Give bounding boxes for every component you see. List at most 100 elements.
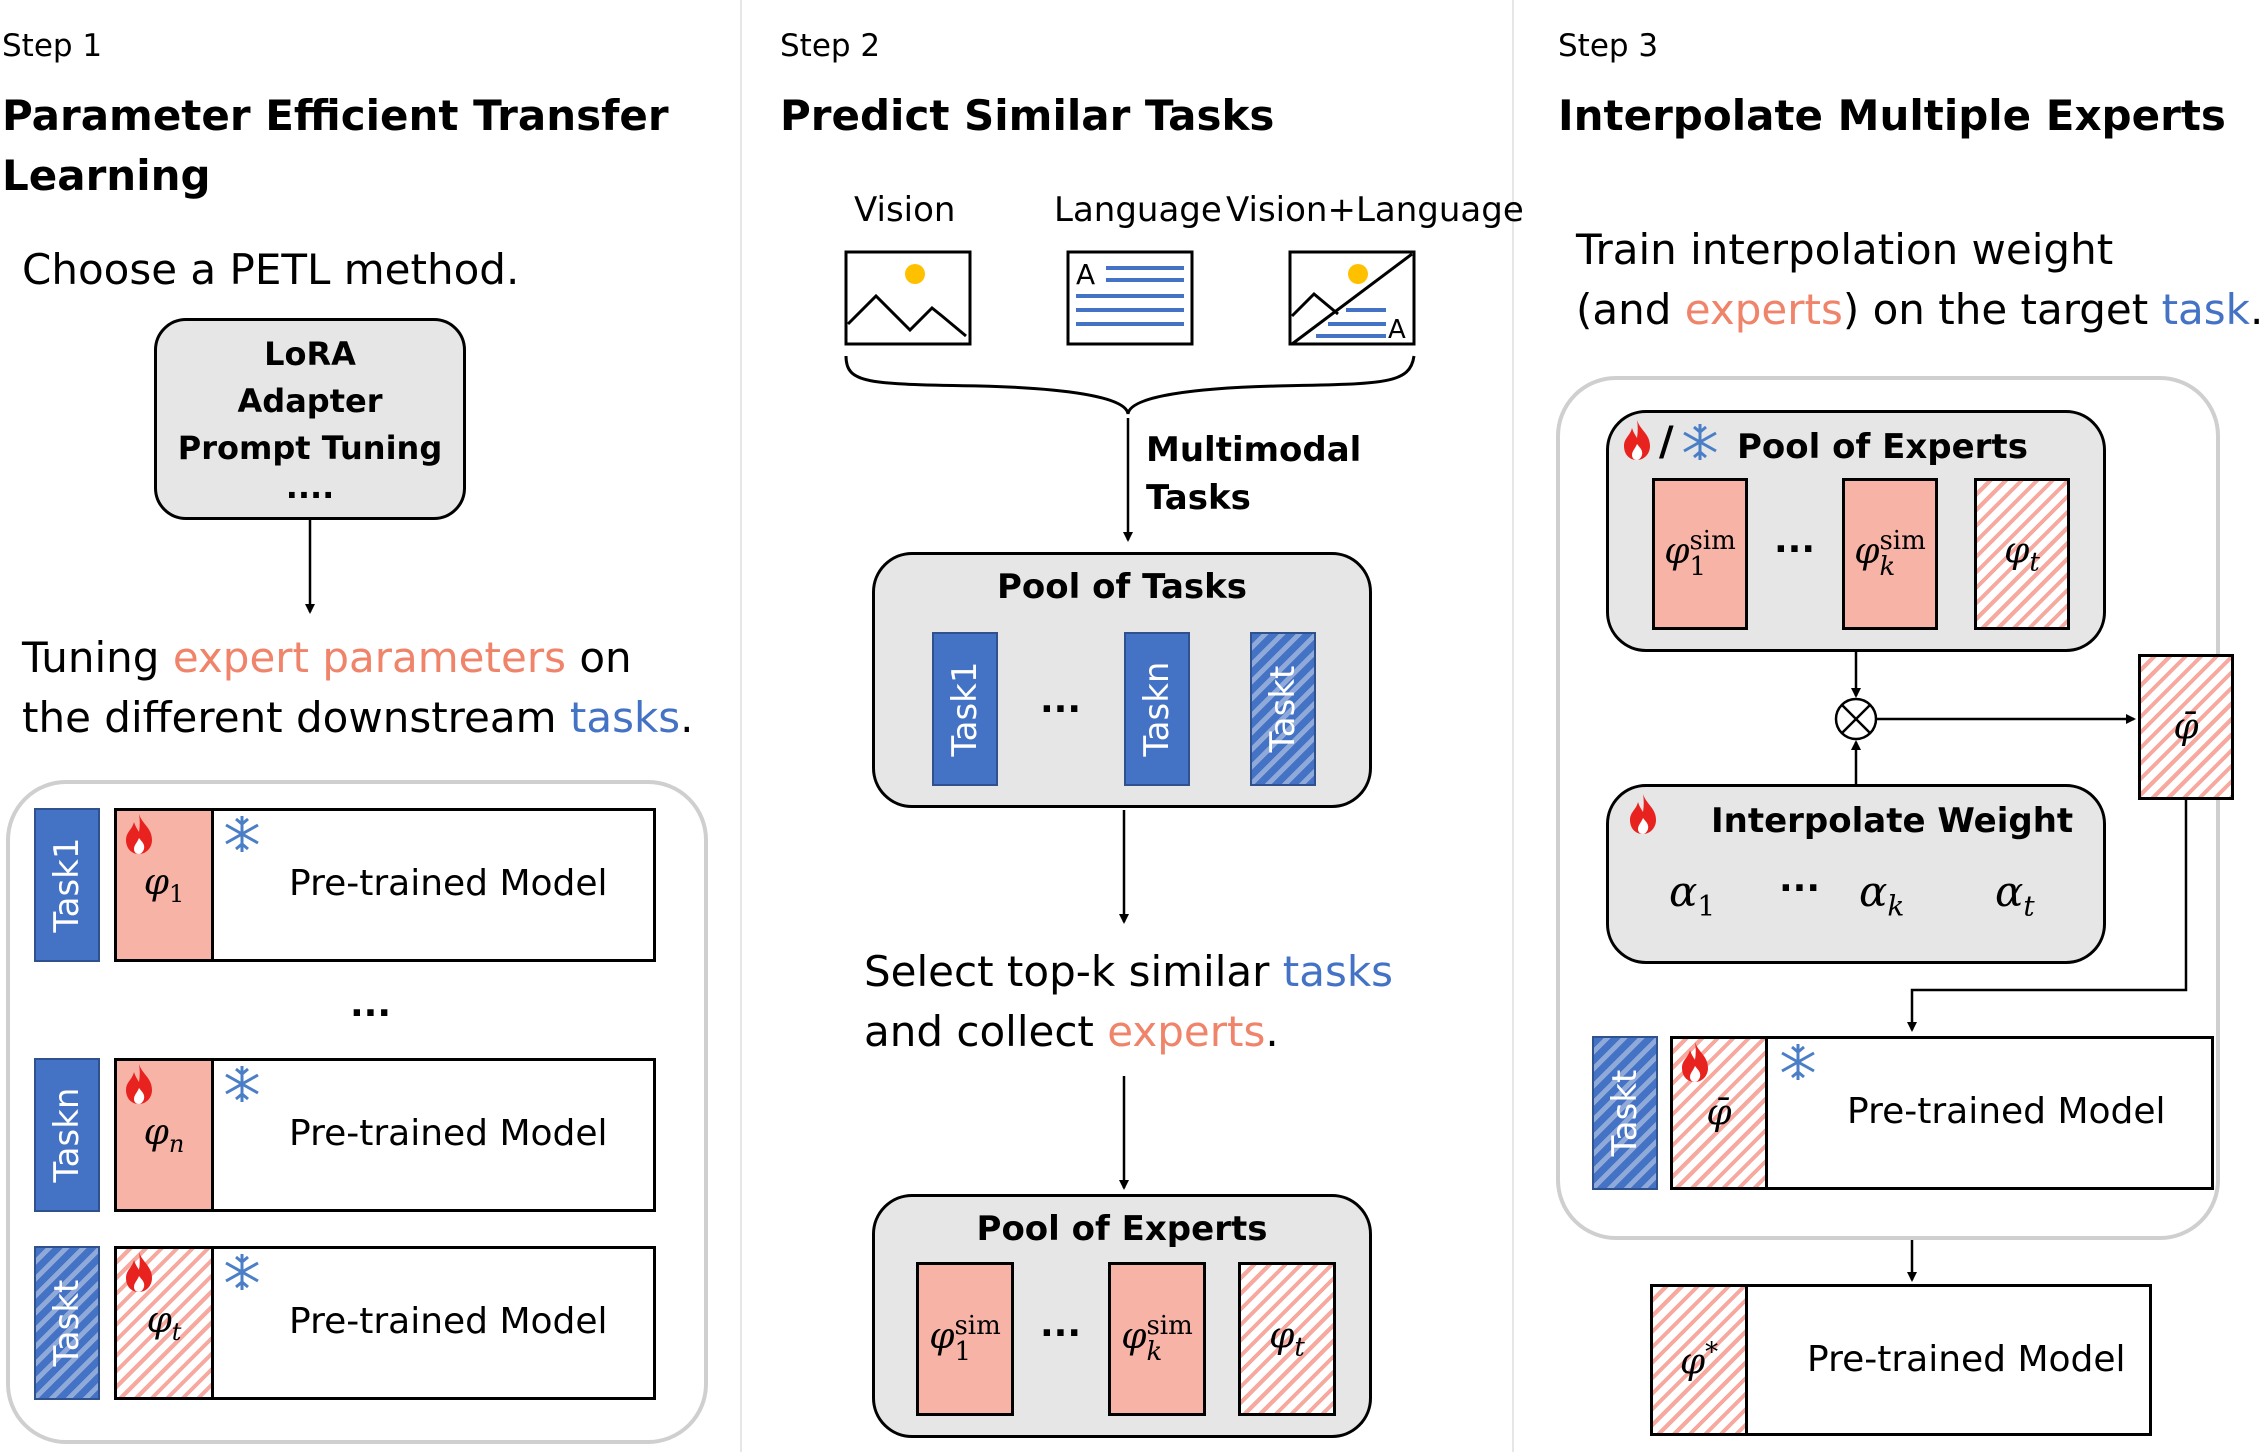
alpha-subscript: k [1887,889,1905,923]
expert-symbol: φ [1121,1316,1147,1357]
train-line2-start: (and [1576,285,1685,334]
step2-title: Predict Similar Tasks [780,91,1275,140]
pretrained-model-label: Pre-trained Model [289,1113,608,1154]
pretrained-model-label: Pre-trained Model [289,863,608,904]
arrow-phibar-to-model [1907,800,2188,1032]
choose-text: Choose a PETL method. [22,245,520,294]
rows-ellipsis: ... [350,984,392,1025]
step3-expert-phi-t: φt [1974,478,2070,630]
phi-bar-label: φ̄ [1706,1092,1732,1134]
modality-language: Language [1054,190,1222,230]
methods-list: LoRA Adapter Prompt Tuning .... [157,331,463,503]
step3-container [1556,376,2220,1240]
expert-subscript: k [1146,1337,1163,1367]
pool-experts-ellipsis: ... [1040,1304,1082,1345]
interpolated-expert-phi-bar: φ̄ [2138,654,2234,800]
fire-icon [1682,1042,1708,1082]
step1-title-line1: Parameter Efficient Transfer [2,91,669,140]
select-tasks-highlight: tasks [1282,947,1394,996]
step3-pool-ellipsis: ... [1774,520,1816,561]
method-prompt-tuning: Prompt Tuning [177,429,443,467]
task-block-task1: Task1 [34,808,100,962]
expert-superscript: sim [954,1311,1001,1341]
select-end: . [1265,1007,1279,1056]
expert-symbol: φ [1269,1315,1295,1357]
multimodal-line2: Tasks [1146,478,1251,518]
tuning-line2-end: . [680,693,694,742]
modality-vision: Vision [854,190,956,230]
pretrained-model-label: Pre-trained Model [1847,1091,2166,1132]
step3-task-block-taskt: Taskt [1592,1036,1658,1190]
tuning-prefix: Tuning [22,633,173,682]
image-icon [844,250,972,346]
pretrained-model-label: Pre-trained Model [1807,1339,2126,1380]
phi-bar-label: φ̄ [2173,706,2199,748]
tuning-line2: the different downstream [22,693,570,742]
expert-subscript: k [1879,552,1896,582]
image-document-letter: A [1388,315,1406,345]
expert-symbol: φ [929,1316,955,1357]
tuning-text: Tuning expert parameters on the differen… [22,628,694,748]
interpolate-weight-title: Interpolate Weight [1711,801,2074,841]
tuning-suffix: on [565,633,632,682]
expert-superscript: sim [1689,526,1736,556]
expert-subscript: t [1294,1332,1305,1363]
expert-phi-t-target: φt [1238,1262,1336,1416]
alpha-symbol: α [1859,867,1888,916]
snowflake-icon [225,1254,259,1290]
step3-label: Step 3 [1558,28,1659,64]
task-block-taskt: Taskt [34,1246,100,1400]
phi-star-superscript: * [1705,1337,1719,1368]
method-adapter: Adapter [237,382,383,420]
train-text: Train interpolation weight (and experts)… [1576,220,2263,340]
fire-icon [126,1252,152,1292]
expert-symbol: φ [143,1111,169,1153]
petl-methods-box: LoRA Adapter Prompt Tuning .... [154,318,466,520]
fire-icon [126,1064,152,1104]
pool-task-task1: Task1 [932,632,998,786]
expert-parameters-highlight: expert parameters [172,633,566,682]
expert-subscript: 1 [1689,552,1706,582]
step1-title: Parameter Efficient Transfer Learning [2,86,669,206]
snowflake-icon [1781,1044,1815,1080]
expert-symbol: φ [143,861,169,903]
pretrained-model-label: Pre-trained Model [289,1301,608,1342]
expert-superscript: sim [1879,526,1926,556]
alpha-subscript: 1 [1697,889,1716,923]
alpha-subscript: t [2023,889,2035,923]
alpha-1: α1 [1669,867,1715,922]
snowflake-icon [1683,424,1717,460]
expert-symbol: φ [146,1299,172,1341]
expert-symbol: φ [1664,531,1690,572]
expert-superscript: sim [1146,1311,1193,1341]
step3-pool-of-experts-title: Pool of Experts [1737,427,2028,467]
snowflake-icon [225,1066,259,1102]
pool-of-tasks-title: Pool of Tasks [997,567,1247,607]
expert-subscript: t [171,1318,182,1347]
fire-icon [1630,794,1656,834]
phi-star-symbol: φ [1679,1341,1706,1383]
expert-subscript: 1 [954,1337,971,1367]
step1-label: Step 1 [2,28,103,64]
train-line2-mid: ) on the target [1842,285,2162,334]
multimodal-tasks-label: Multimodal Tasks [1146,426,1361,522]
multiply-circle-icon [1834,697,1878,741]
select-text: Select top-k similar tasks and collect e… [864,942,1393,1062]
trainable-frozen-slash: / [1659,419,1674,465]
alpha-t: αt [1995,867,2035,922]
task-block-taskn: Taskn [34,1058,100,1212]
step3-title: Interpolate Multiple Experts [1558,91,2226,140]
alpha-k: αk [1859,867,1904,922]
alpha-symbol: α [1995,867,2024,916]
modalities-brace [844,355,1416,415]
train-task-highlight: task [2161,285,2250,334]
step2-label: Step 2 [780,28,881,64]
train-experts-highlight: experts [1684,285,1843,334]
panel-divider [740,0,742,1452]
method-lora: LoRA [264,335,356,373]
pool-of-experts-title: Pool of Experts [976,1209,1268,1249]
